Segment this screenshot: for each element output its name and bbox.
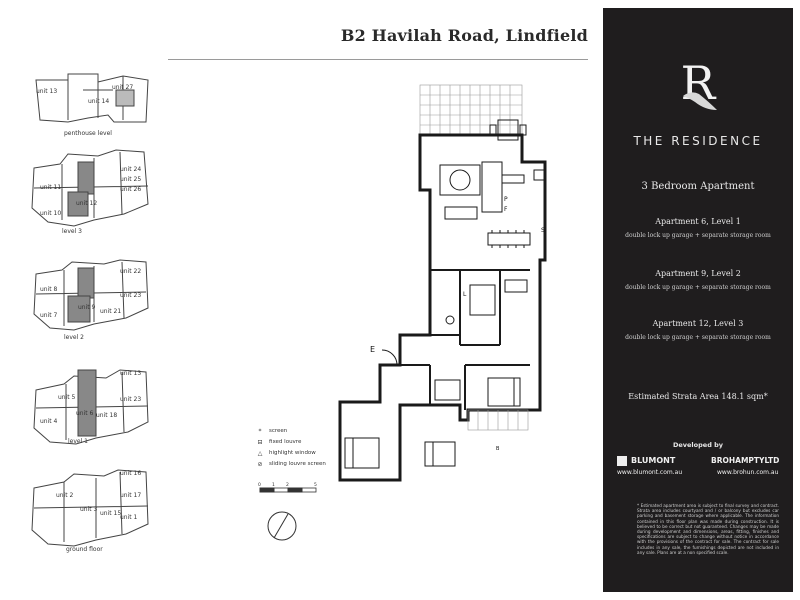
- apartment-title: Apartment 9, Level 2: [655, 269, 741, 278]
- plan-label-fridge: F: [504, 206, 508, 213]
- thumb-unit-label: unit 21: [100, 308, 122, 315]
- apartment-detail: double lock up garage + separate storage…: [625, 232, 771, 239]
- fixed-louvre-icon: ⊟: [257, 439, 263, 446]
- blumont-logo-icon: [617, 456, 627, 466]
- thumb-unit-label: unit 27: [112, 84, 134, 91]
- thumb-level-label: level 3: [62, 228, 82, 235]
- plan-label-balcony: B: [496, 446, 500, 452]
- thumbnail-ground: [31, 469, 149, 547]
- bird-logo-icon: [683, 92, 717, 110]
- plan-label-pantry: P: [504, 196, 508, 203]
- thumb-level-label: level 1: [68, 438, 88, 445]
- thumb-level-label: ground floor: [66, 546, 103, 553]
- developer-url[interactable]: www.blumont.com.au: [617, 469, 683, 476]
- thumb-unit-label: unit 24: [120, 166, 142, 173]
- thumbnail-level-3: [31, 149, 149, 227]
- thumb-unit-label: unit 10: [40, 210, 62, 217]
- floor-plan: E S L P F B: [338, 84, 547, 482]
- thumb-unit-label: unit 26: [120, 186, 142, 193]
- thumb-unit-label: unit 4: [40, 418, 58, 425]
- developer-name: BLUMONT: [631, 456, 676, 465]
- scale-and-north: 0 1 2 5: [258, 482, 317, 541]
- developer-url[interactable]: www.brohun.com.au: [717, 469, 779, 476]
- scale-label: 2: [286, 482, 289, 488]
- info-panel: R THE RESIDENCE 3 Bedroom Apartment Apar…: [603, 8, 793, 592]
- strata-area: Estimated Strata Area 148.1 sqm*: [628, 392, 768, 401]
- outdoor-table: [489, 119, 527, 141]
- thumb-unit-label: unit 22: [120, 268, 142, 275]
- legend-item: ⊘sliding louvre screen: [255, 459, 325, 470]
- thumb-unit-label: unit 17: [120, 492, 142, 499]
- thumb-unit-label: unit 9: [78, 304, 96, 311]
- brand-name: THE RESIDENCE: [633, 134, 763, 148]
- thumb-unit-label: unit 12: [76, 200, 98, 207]
- title-rule: [168, 59, 588, 60]
- apartment-detail: double lock up garage + separate storage…: [625, 334, 771, 341]
- legend-item: △highlight window: [255, 448, 326, 459]
- thumb-unit-label: unit 15: [100, 510, 122, 517]
- thumb-unit-label: unit 5: [58, 394, 76, 401]
- thumb-unit-label: unit 18: [96, 412, 118, 419]
- scale-label: 5: [314, 482, 317, 488]
- plan-legend: *screen ⊟fixed louvre △highlight window …: [255, 426, 326, 470]
- disclaimer: * Estimated apartment area is subject to…: [637, 503, 779, 555]
- legend-item: ⊟fixed louvre: [255, 437, 326, 448]
- thumb-unit-label: unit 11: [40, 184, 62, 191]
- living-furniture: [439, 164, 481, 220]
- plan-label-entry: E: [370, 345, 375, 354]
- scale-label: 1: [272, 482, 275, 488]
- balcony-grid: [419, 84, 523, 136]
- thumb-unit-label: unit 2: [56, 492, 74, 499]
- thumb-unit-label: unit 7: [40, 312, 58, 319]
- kitchen: [481, 161, 545, 213]
- sliding-louvre-icon: ⊘: [257, 461, 263, 468]
- thumb-unit-label: unit 14: [88, 98, 110, 105]
- thumb-unit-label: unit 13: [36, 88, 58, 95]
- thumbnail-penthouse: [35, 73, 149, 123]
- apartment-title: Apartment 6, Level 1: [655, 217, 741, 226]
- developer-name: BROHAMPTYLTD: [711, 456, 780, 465]
- thumb-unit-label: unit 25: [120, 176, 142, 183]
- page-title: B2 Havilah Road, Lindfield: [340, 26, 588, 45]
- dining-table: [487, 230, 531, 248]
- thumb-unit-label: unit 8: [40, 286, 58, 293]
- thumb-unit-label: unit 23: [120, 396, 142, 403]
- bathrooms: [434, 279, 528, 401]
- thumb-level-label: level 2: [64, 334, 84, 341]
- apartment-detail: double lock up garage + separate storage…: [625, 284, 771, 291]
- thumb-unit-label: unit 1: [120, 514, 138, 521]
- developer-heading: Developed by: [672, 441, 723, 449]
- thumbnail-level-1: [33, 369, 149, 445]
- thumb-unit-label: unit 6: [76, 410, 94, 417]
- scale-label: 0: [258, 482, 261, 488]
- thumb-unit-label: unit 13: [120, 370, 142, 377]
- legend-item: *screen: [255, 426, 326, 437]
- plan-label-linen: L: [463, 291, 467, 298]
- property-type: 3 Bedroom Apartment: [641, 181, 755, 192]
- plan-label-store: S: [541, 227, 545, 234]
- north-arrow-icon: [267, 511, 297, 541]
- level-thumbnails: [31, 73, 149, 547]
- screen-icon: *: [258, 428, 262, 435]
- thumb-unit-label: unit 23: [120, 292, 142, 299]
- beds: [344, 377, 521, 469]
- thumbnail-level-2: [33, 259, 149, 331]
- highlight-window-icon: △: [257, 450, 263, 457]
- thumb-level-label: penthouse level: [64, 130, 112, 137]
- developer-logos: BLUMONT www.blumont.com.au BROHAMPTYLTD …: [617, 456, 787, 480]
- apartment-title: Apartment 12, Level 3: [652, 319, 744, 328]
- thumb-unit-label: unit 3: [80, 506, 98, 513]
- thumb-unit-label: unit 16: [120, 470, 142, 477]
